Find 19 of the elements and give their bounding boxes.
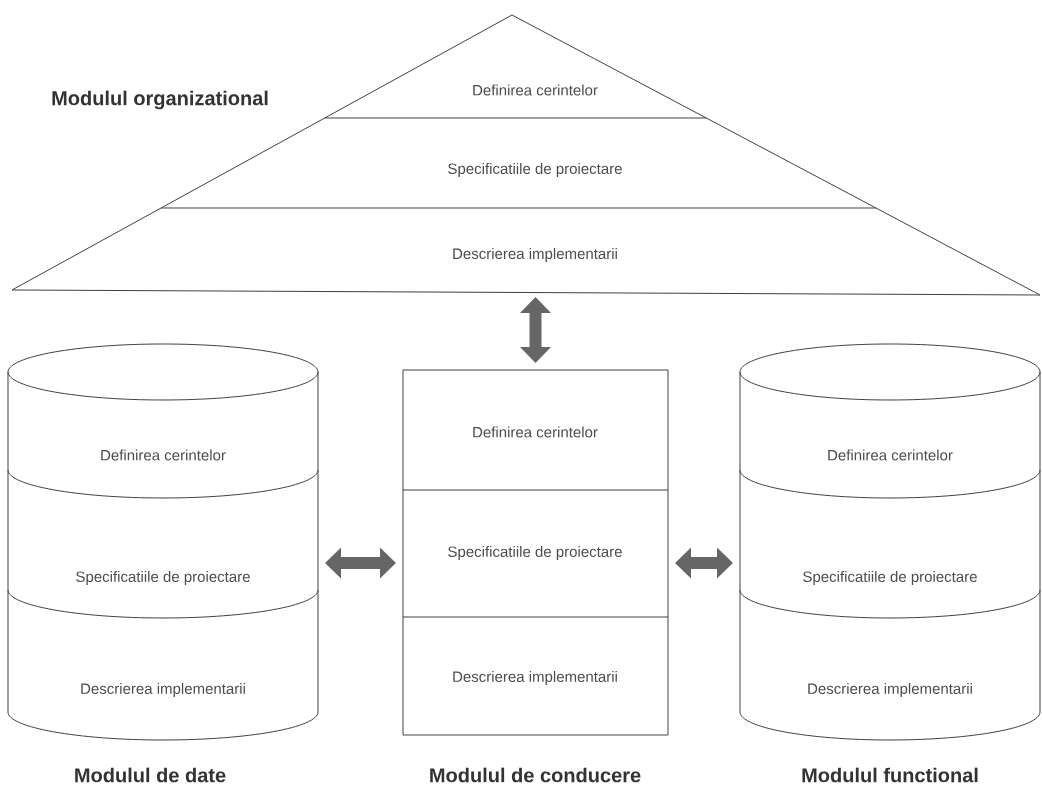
module-title: Modulul organizational — [52, 90, 268, 110]
double-arrow — [520, 297, 551, 363]
section-label: Specificatiile de proiectare — [448, 546, 622, 560]
double-arrow — [675, 547, 733, 579]
section-label: Descrierea implementarii — [453, 671, 617, 685]
module-title: Modulul de conducere — [430, 767, 641, 783]
section-label: Descrierea implementarii — [808, 683, 972, 697]
section-label: Specificatiile de proiectare — [448, 163, 622, 177]
module-title: Modulul functional — [802, 767, 978, 783]
section-label: Definirea cerintelor — [101, 449, 226, 461]
double-arrow — [325, 547, 396, 579]
section-label: Definirea cerintelor — [473, 426, 598, 438]
section-label: Definirea cerintelor — [828, 449, 953, 461]
module-title: Modulul de date — [75, 767, 226, 783]
section-label: Specificatiile de proiectare — [803, 571, 977, 585]
section-label: Descrierea implementarii — [453, 248, 617, 262]
section-label: Descrierea implementarii — [81, 683, 245, 697]
section-label: Specificatiile de proiectare — [76, 571, 250, 585]
section-label: Definirea cerintelor — [473, 84, 598, 96]
